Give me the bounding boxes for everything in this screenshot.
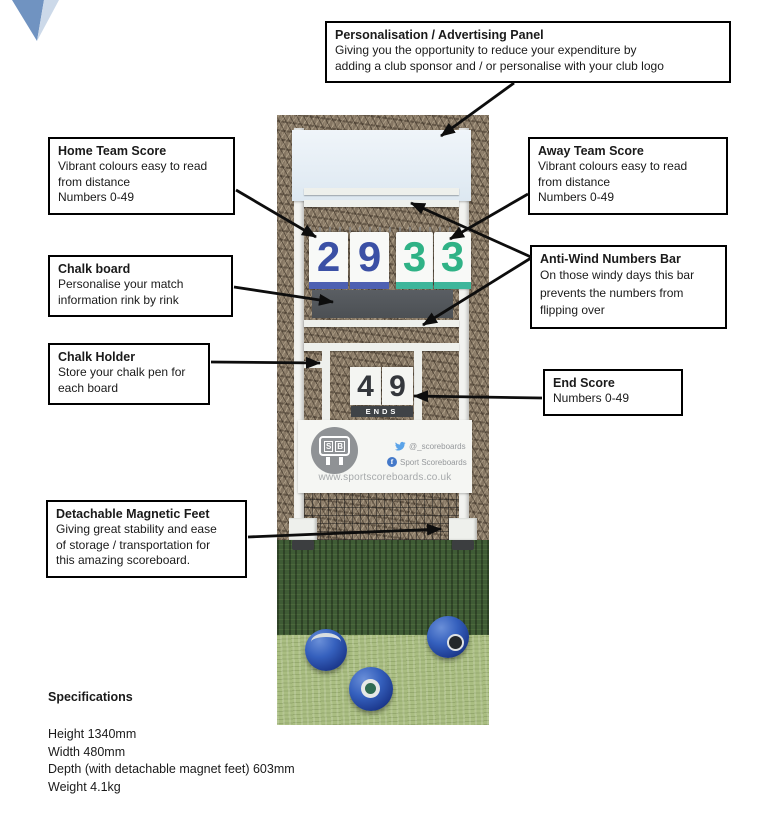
callout-line: Numbers 0-49 (58, 190, 135, 204)
facebook-row: f Sport Scoreboards (387, 457, 467, 467)
facebook-name: Sport Scoreboards (400, 457, 467, 467)
branding-panel: S B @_scoreboards f Sport Scoreboards ww… (298, 420, 472, 493)
ball-emblem (447, 634, 464, 651)
ends-digit-1: 4 (357, 370, 374, 403)
callout-chalk-holder: Chalk Holder Store your chalk pen for ea… (48, 343, 210, 405)
callout-line: from distance (58, 174, 131, 189)
callout-title: Home Team Score (58, 144, 167, 158)
callout-line: Store your chalk pen for (58, 365, 186, 379)
card-footer (350, 282, 389, 289)
callout-end-score: End Score Numbers 0-49 (543, 369, 683, 416)
callout-title: Personalisation / Advertising Panel (335, 28, 544, 42)
callout-line: information rink by rink (58, 292, 179, 307)
twitter-row: @_scoreboards (395, 441, 466, 451)
card-footer (434, 282, 471, 289)
card-footer (396, 282, 433, 289)
mid-rail (304, 343, 459, 351)
chalk-board-panel (312, 290, 453, 318)
home-score-card-1: 2 (309, 232, 348, 289)
callout-line: Numbers 0-49 (538, 190, 615, 204)
sport-scoreboards-logo: S B (311, 427, 358, 474)
callout-line: prevents the numbers from (540, 285, 684, 300)
specifications-heading: Specifications (48, 690, 133, 704)
bowls-ball-front (349, 667, 393, 711)
magnetic-foot-left (289, 518, 317, 540)
chalk-holder-shelf (304, 361, 322, 368)
frame-vertical-left (322, 351, 330, 441)
sb-logo-letter-b: B (335, 440, 346, 452)
home-score-card-2: 9 (350, 232, 389, 289)
ball-grip-ring (311, 633, 341, 651)
scoreboard-left-post (294, 128, 304, 540)
spec-line-weight: Weight 4.1kg (48, 779, 121, 794)
callout-line: this amazing scoreboard. (56, 553, 191, 567)
green-hedge (277, 540, 489, 635)
callout-title: Chalk board (58, 262, 131, 276)
anti-wind-bar-upper (304, 200, 459, 207)
callout-title: Anti-Wind Numbers Bar (540, 252, 681, 266)
scoreboard-photo: 2 9 3 3 4 9 ENDS S (277, 115, 489, 725)
callout-line: flipping over (540, 303, 605, 317)
bowls-ball-left (305, 629, 347, 671)
number-clips (309, 227, 471, 232)
ends-digit-2: 9 (389, 370, 406, 403)
callout-anti-wind-bar: Anti-Wind Numbers Bar On those windy day… (530, 245, 727, 329)
callout-line: Giving you the opportunity to reduce you… (335, 43, 637, 57)
home-digit-2: 9 (357, 233, 382, 280)
top-rail (304, 188, 459, 195)
specifications-list: Height 1340mm Width 480mm Depth (with de… (48, 726, 295, 796)
mesh-netting (304, 493, 459, 540)
ends-score-card-2: 9 (382, 367, 413, 405)
anti-wind-bar-lower (304, 320, 459, 327)
card-footer (309, 282, 348, 289)
corner-triangle-light (37, 0, 59, 41)
callout-magnetic-feet: Detachable Magnetic Feet Giving great st… (46, 500, 247, 578)
callout-line: Personalise your match (58, 277, 184, 291)
website-url: www.sportscoreboards.co.uk (318, 472, 452, 483)
magnetic-pad-left (292, 540, 314, 550)
sb-logo-letter-s: S (323, 440, 334, 452)
bowls-ball-right (427, 616, 469, 658)
callout-line: each board (58, 380, 119, 395)
callout-title: Chalk Holder (58, 350, 136, 364)
callout-line: Giving great stability and ease (56, 522, 217, 536)
ball-emblem (361, 679, 380, 698)
twitter-handle: @_scoreboards (409, 441, 466, 451)
callout-home-team-score: Home Team Score Vibrant colours easy to … (48, 137, 235, 215)
facebook-icon: f (387, 457, 397, 467)
ends-score-card-1: 4 (350, 367, 381, 405)
away-digit-2: 3 (440, 233, 465, 280)
magnetic-foot-right (449, 518, 477, 540)
callout-line: Vibrant colours easy to read (58, 159, 208, 173)
magnetic-pad-right (452, 540, 474, 550)
twitter-bird-icon (395, 441, 406, 451)
callout-line: Vibrant colours easy to read (538, 159, 688, 173)
scoreboard-right-post (459, 128, 469, 540)
callout-personalisation: Personalisation / Advertising Panel Givi… (325, 21, 731, 83)
away-score-card-1: 3 (396, 232, 433, 289)
spec-line-height: Height 1340mm (48, 727, 137, 741)
spec-line-width: Width 480mm (48, 744, 126, 759)
callout-line: Numbers 0-49 (553, 391, 630, 405)
corner-decoration (12, 0, 59, 41)
away-score-card-2: 3 (434, 232, 471, 289)
callout-title: Away Team Score (538, 144, 644, 158)
callout-title: End Score (553, 376, 615, 390)
away-digit-1: 3 (402, 233, 427, 280)
corner-triangle-dark (12, 0, 44, 41)
callout-line: adding a club sponsor and / or personali… (335, 58, 664, 73)
sb-logo-legs (326, 457, 343, 465)
callout-line: from distance (538, 174, 611, 189)
callout-away-team-score: Away Team Score Vibrant colours easy to … (528, 137, 728, 215)
callout-chalk-board: Chalk board Personalise your match infor… (48, 255, 233, 317)
spec-line-depth: Depth (with detachable magnet feet) 603m… (48, 762, 295, 776)
sb-logo-board: S B (319, 436, 350, 456)
home-digit-1: 2 (316, 233, 341, 280)
callout-line: On those windy days this bar (540, 268, 695, 282)
callout-title: Detachable Magnetic Feet (56, 507, 210, 521)
callout-line: of storage / transportation for (56, 537, 211, 552)
ends-label: ENDS (351, 406, 413, 417)
